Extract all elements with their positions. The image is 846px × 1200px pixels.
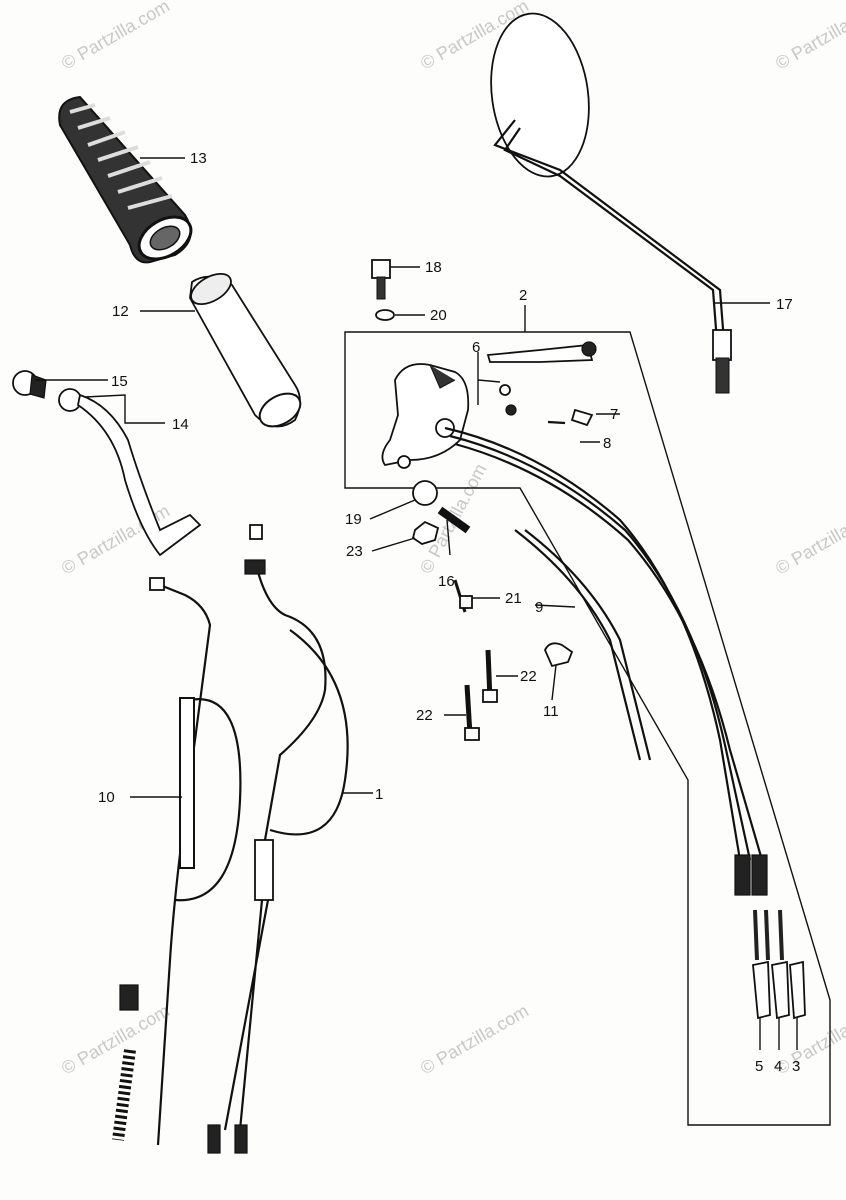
callout-8: 8 (603, 435, 611, 452)
throttle-cable-part (207, 524, 349, 1154)
callout-13: 13 (190, 150, 207, 167)
callout-9: 9 (535, 599, 543, 616)
watermark: © Partzilla.com (417, 1000, 532, 1078)
callout-2: 2 (519, 287, 527, 304)
callout-17: 17 (776, 296, 793, 313)
callout-16: 16 (438, 573, 455, 590)
callout-15: 15 (111, 373, 128, 390)
callout-10: 10 (98, 789, 115, 806)
mirror-part (490, 12, 732, 394)
small-hardware-parts (411, 480, 574, 741)
grip-part (58, 95, 193, 264)
callout-labels: 1 2 3 4 5 6 7 8 9 10 11 12 13 14 15 16 1… (98, 150, 800, 1075)
callout-23: 23 (346, 543, 363, 560)
callout-12: 12 (112, 303, 129, 320)
callout-4: 4 (774, 1058, 782, 1075)
bolt-washer-parts (371, 259, 395, 321)
callout-22-upper: 22 (520, 668, 537, 685)
throttle-sleeve-part (189, 272, 302, 428)
callout-19: 19 (345, 511, 362, 528)
leader-lines (35, 157, 798, 1050)
callout-14: 14 (172, 416, 189, 433)
clutch-cable-part (112, 577, 242, 1146)
watermark: © Partzilla.com (58, 1000, 173, 1078)
callout-1: 1 (375, 786, 383, 803)
callout-21: 21 (505, 590, 522, 607)
switch-wiring-part (444, 426, 806, 1020)
watermark: © Partzilla.com (772, 500, 846, 578)
callout-22-lower: 22 (416, 707, 433, 724)
callout-5: 5 (755, 1058, 763, 1075)
brake-lever-part (12, 370, 202, 557)
callout-3: 3 (792, 1058, 800, 1075)
switch-assembly-part (344, 331, 831, 1126)
watermark: © Partzilla.com (58, 0, 173, 73)
callout-20: 20 (430, 307, 447, 324)
callout-6: 6 (472, 339, 480, 356)
watermark: © Partzilla.com (772, 0, 846, 73)
callout-18: 18 (425, 259, 442, 276)
callout-7: 7 (610, 406, 618, 423)
callout-11: 11 (543, 703, 559, 720)
